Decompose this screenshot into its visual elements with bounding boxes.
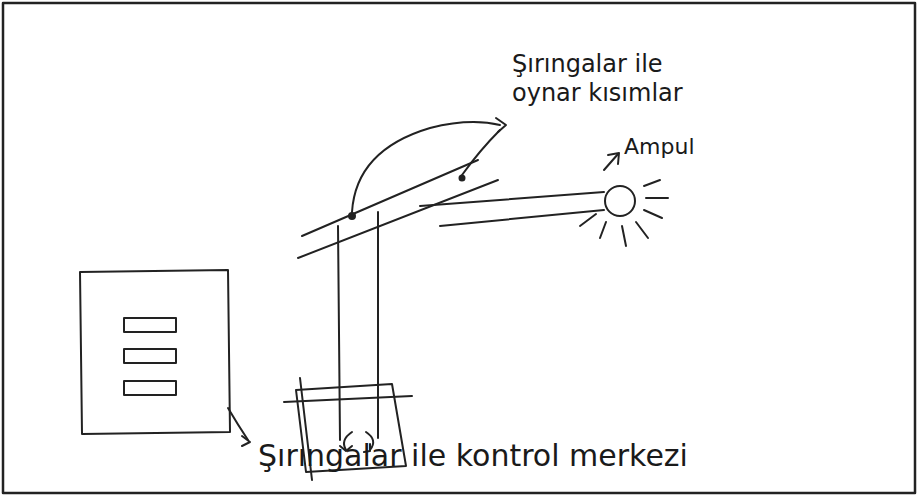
control-panel xyxy=(80,270,230,434)
joint-line xyxy=(298,180,498,258)
arm-pillar xyxy=(338,226,340,440)
arm-pillar xyxy=(377,212,379,438)
leader-line xyxy=(462,130,500,175)
leader-line xyxy=(604,154,618,170)
lamp-bulb xyxy=(605,186,635,216)
leader-arrowhead xyxy=(496,118,506,132)
pivot-dot xyxy=(349,213,355,219)
pivot-dot xyxy=(460,176,465,181)
part-label: Ampul xyxy=(624,134,744,160)
panel-syringe-slot xyxy=(124,381,176,395)
leader-arrowhead xyxy=(608,153,619,164)
panel-syringe-slot xyxy=(124,349,176,363)
panel-syringe-slot xyxy=(124,318,176,332)
leader-line xyxy=(352,122,500,212)
leader-arrowhead xyxy=(242,436,250,446)
frame-border xyxy=(3,3,915,493)
part-label: Şırıngalar ile oynar kısımlar xyxy=(512,50,722,108)
leader-line xyxy=(228,408,248,440)
part-label: Şırıngalar ile kontrol merkezi xyxy=(258,438,858,474)
upper-arm xyxy=(440,210,604,226)
upper-arm xyxy=(420,192,604,206)
light-rays xyxy=(580,180,668,246)
